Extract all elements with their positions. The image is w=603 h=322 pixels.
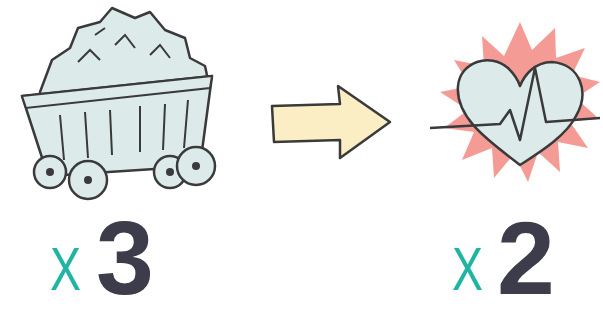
- wheel: [34, 156, 66, 188]
- wheel-hub: [192, 162, 200, 170]
- cart-slats: [60, 100, 188, 160]
- burst: [440, 22, 600, 182]
- multiplier-sign: X: [452, 238, 483, 300]
- count-number: 3: [96, 206, 154, 310]
- cart-rim: [22, 76, 212, 108]
- multiplier-sign: X: [50, 238, 81, 300]
- flow-arrow: [272, 86, 390, 158]
- count-number: 2: [497, 206, 555, 310]
- wheel: [69, 161, 107, 199]
- wheel-hub: [46, 168, 54, 176]
- ore-detail: [78, 28, 170, 62]
- wheel-hub: [166, 168, 174, 176]
- heart: [458, 60, 582, 165]
- pulse-line: [430, 68, 600, 140]
- wheel-hub: [84, 176, 92, 184]
- wheel: [177, 147, 215, 185]
